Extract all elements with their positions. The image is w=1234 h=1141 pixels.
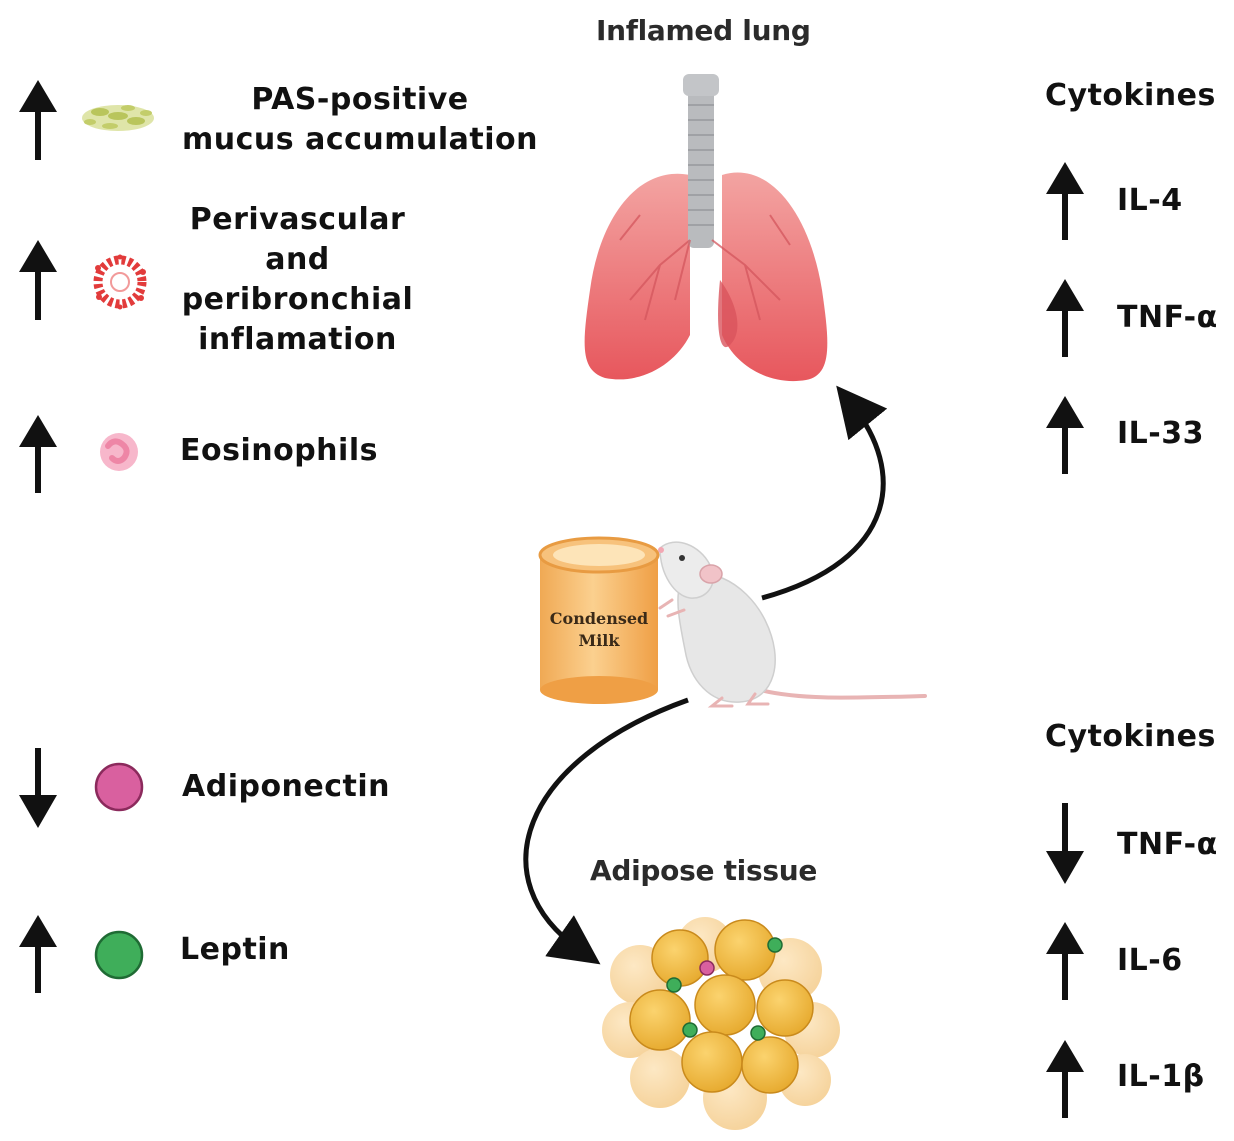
left-arrow-mucus-up-icon xyxy=(19,80,57,160)
inflammation-icon xyxy=(93,254,147,310)
leptin-icon xyxy=(94,930,144,980)
left-arrow-leptin-up-icon xyxy=(19,915,57,993)
right-arrow-il1b-up-icon xyxy=(1046,1040,1084,1118)
adipose-tissue-illustration xyxy=(602,917,840,1130)
can-label-line1: Condensed xyxy=(549,609,649,628)
right-arrow-tnfa-up-icon xyxy=(1046,279,1084,357)
adipose-cytokines-heading: Cytokines xyxy=(1045,719,1216,754)
right-arrow-il6-up-icon xyxy=(1046,922,1084,1000)
left-effect-mucus-label: PAS-positive mucus accumulation xyxy=(182,82,538,157)
mouse-illustration xyxy=(658,541,927,708)
trachea xyxy=(688,88,714,248)
left-arrow-eosinophils-up-icon xyxy=(19,415,57,493)
adipose-cytokine-tnfa: TNF-α xyxy=(1117,827,1218,862)
adipose-leptin-dot xyxy=(682,1022,698,1038)
left-effect-adiponectin-label: Adiponectin xyxy=(182,769,391,804)
adipose-leptin-dot xyxy=(666,977,682,993)
right-arrow-il33-up-icon xyxy=(1046,396,1084,474)
adipose-adiponectin-dot xyxy=(699,960,715,976)
mucus-icon xyxy=(82,105,154,131)
can-label: Condensed Milk xyxy=(540,608,658,652)
lung-cytokines-heading: Cytokines xyxy=(1045,78,1216,113)
right-lung xyxy=(722,172,828,382)
arrow-to-lung xyxy=(761,385,888,601)
left-effect-eosinophils-label: Eosinophils xyxy=(180,433,378,468)
left-arrow-inflammation-up-icon xyxy=(19,240,57,320)
adipose-leptin-dot xyxy=(750,1025,766,1041)
left-effect-leptin-label: Leptin xyxy=(180,932,290,967)
adiponectin-icon xyxy=(94,762,144,812)
lung-cytokine-tnfa: TNF-α xyxy=(1117,300,1218,335)
right-arrow-il4-up-icon xyxy=(1046,162,1084,240)
left-arrow-adiponectin-down-icon xyxy=(19,748,57,828)
adipose-title: Adipose tissue xyxy=(590,854,818,887)
can-label-line2: Milk xyxy=(578,631,620,650)
left-lung xyxy=(584,173,690,380)
arrow-to-adipose xyxy=(523,697,689,965)
lung-cytokine-il4: IL-4 xyxy=(1117,183,1183,218)
condensed-milk-can xyxy=(538,536,660,704)
lung-illustration xyxy=(584,74,828,382)
lung-title: Inflamed lung xyxy=(596,14,811,47)
eosinophil-icon xyxy=(100,433,138,471)
adipose-cytokine-il6: IL-6 xyxy=(1117,943,1183,978)
adipose-cytokine-il1b: IL-1β xyxy=(1117,1059,1205,1094)
lung-cytokine-il33: IL-33 xyxy=(1117,416,1204,451)
right-arrow-adipose-tnfa-down-icon xyxy=(1046,803,1084,884)
adipose-leptin-dot xyxy=(767,937,783,953)
left-effect-inflammation-label: Perivascular and peribronchial inflamati… xyxy=(181,202,414,357)
